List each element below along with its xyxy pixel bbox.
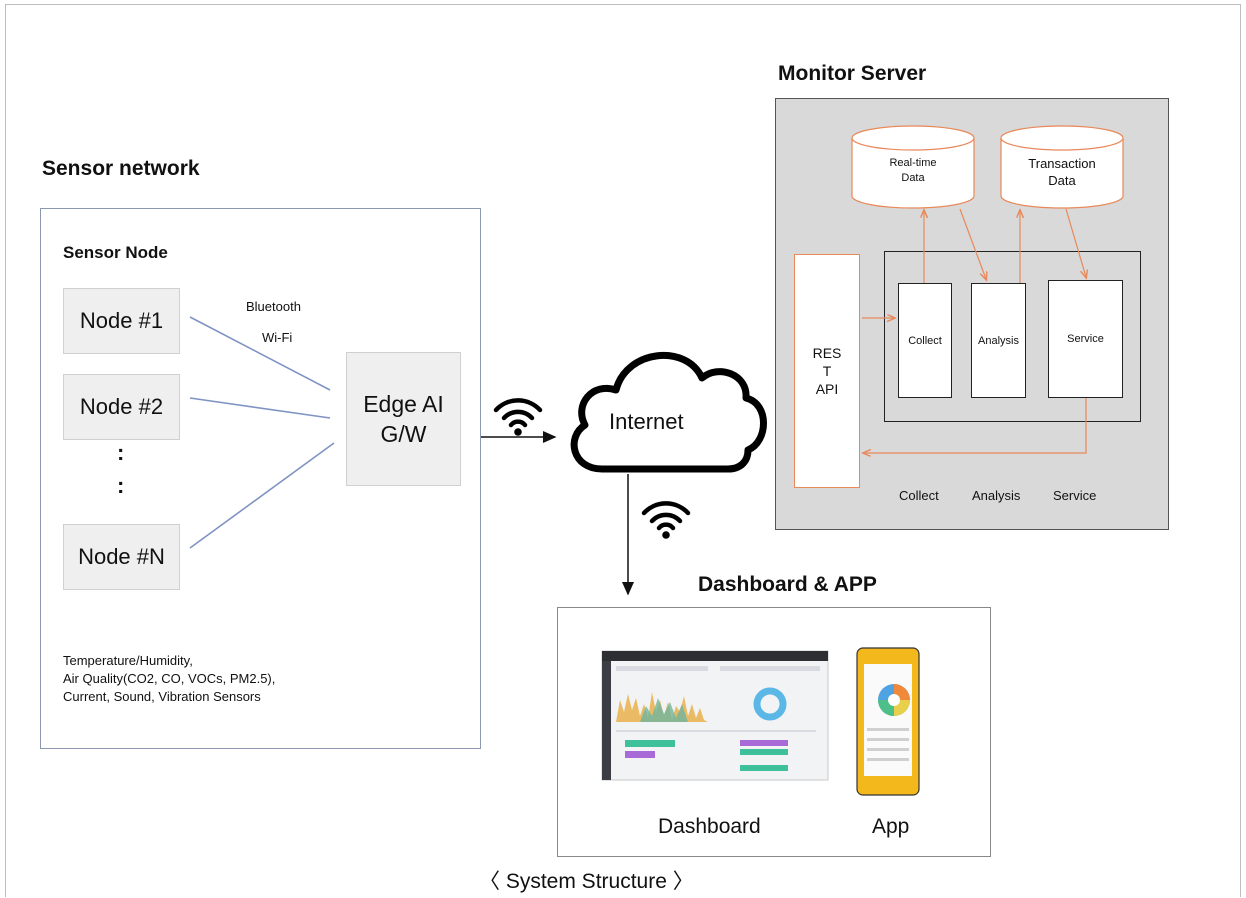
link-node1 [189,316,331,391]
dashboard-label: Dashboard [658,815,761,838]
dashboard-screenshot [601,650,829,781]
edge-ai-gateway: Edge AI G/W [346,352,461,486]
ellipsis-1: : [117,440,125,465]
transaction-line-2: Data [1048,173,1076,188]
realtime-line-2: Data [901,172,925,184]
rest-api-line-1: RES [812,345,842,361]
cloud-icon [570,351,767,473]
rest-api-line-3: API [815,381,839,397]
sensors-line-3: Current, Sound, Vibration Sensors [63,689,261,704]
wifi-icon [493,398,543,436]
figure-caption: 〈 System Structure 〉 [479,870,694,893]
bottom-label-analysis: Analysis [972,488,1021,503]
node-n: Node #N [63,524,180,590]
monitor-server-title: Monitor Server [778,62,927,85]
gateway-line-1: Edge AI [363,391,444,417]
module-container [884,251,1141,422]
node-1: Node #1 [63,288,180,354]
analysis-module: Analysis [971,283,1026,398]
sensor-links [189,316,335,549]
collect-module: Collect [898,283,952,398]
link-node2 [189,397,331,419]
realtime-data-label: Real-time Data [852,156,974,186]
bottom-label-service: Service [1053,488,1097,503]
sensors-text: Temperature/Humidity, Air Quality(CO2, C… [63,652,275,706]
dashboard-app-box [557,607,991,857]
bottom-label-collect: Collect [899,488,939,503]
ellipsis-2: : [117,473,125,498]
database-icon [851,125,975,209]
service-module: Service [1048,280,1123,398]
sensor-network-title: Sensor network [42,157,200,180]
sensor-node-label: Sensor Node [63,243,168,262]
app-label: App [872,815,910,838]
link-noden [189,442,335,549]
figure-frame [5,4,1241,897]
sensor-network-box [40,208,481,749]
dashboard-app-title: Dashboard & APP [698,573,877,596]
gateway-line-2: G/W [380,421,427,447]
database-icon [1000,125,1124,209]
internet-label: Internet [609,409,684,434]
transaction-data-label: Transaction Data [1001,155,1123,189]
node-2: Node #2 [63,374,180,440]
app-phone-screenshot [856,647,920,796]
wifi-icon [641,501,691,539]
rest-api-line-2: T [822,363,832,379]
bluetooth-label: Bluetooth [246,299,301,314]
wifi-label: Wi-Fi [262,330,293,345]
realtime-line-1: Real-time [889,157,937,169]
sensors-line-1: Temperature/Humidity, [63,653,193,668]
sensors-line-2: Air Quality(CO2, CO, VOCs, PM2.5), [63,671,276,686]
server-flow-arrows [862,209,1086,453]
rest-api-box: RES T API [794,254,860,488]
transaction-line-1: Transaction [1028,156,1096,171]
